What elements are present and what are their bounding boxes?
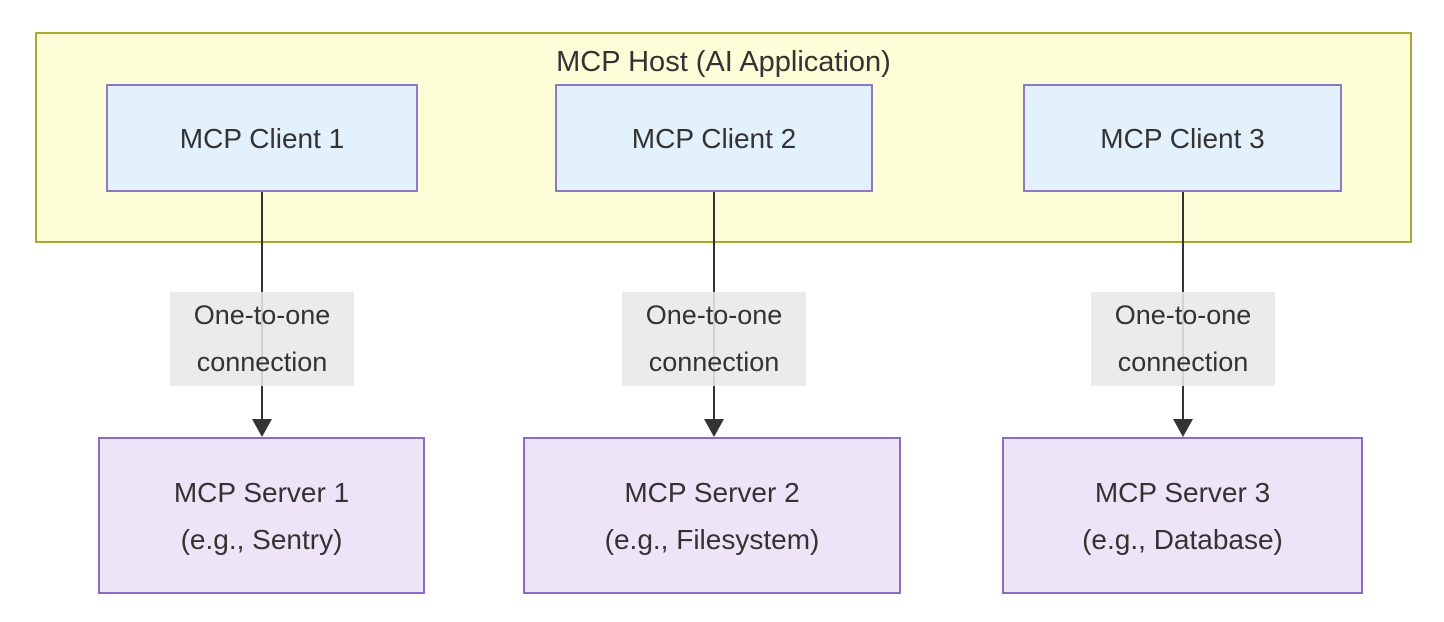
node-label: MCP Server 1 <box>173 476 350 508</box>
node-sublabel: (e.g., Sentry) <box>180 523 343 555</box>
node-label: MCP Client 2 <box>631 122 797 154</box>
node-mcp-client-1: MCP Client 1 <box>106 84 418 192</box>
arrowhead-down-icon <box>1173 419 1193 437</box>
node-sublabel: (e.g., Database) <box>1082 523 1283 555</box>
edge-label-line: One-to-one <box>193 300 331 330</box>
edge-label-line: connection <box>648 347 780 377</box>
edge-label-connection-1: One-to-one connection <box>170 292 354 386</box>
edge-label-connection-2: One-to-one connection <box>622 292 806 386</box>
node-mcp-client-2: MCP Client 2 <box>555 84 873 192</box>
arrowhead-down-icon <box>252 419 272 437</box>
node-label: MCP Client 3 <box>1100 122 1265 154</box>
node-mcp-server-2: MCP Server 2 (e.g., Filesystem) <box>523 437 901 594</box>
node-sublabel: (e.g., Filesystem) <box>604 523 820 555</box>
mcp-host-title: MCP Host (AI Application) <box>556 46 891 78</box>
edge-label-line: One-to-one <box>645 300 783 330</box>
node-mcp-server-3: MCP Server 3 (e.g., Database) <box>1002 437 1363 594</box>
edge-label-line: One-to-one <box>1114 300 1252 330</box>
edge-label-line: connection <box>1117 347 1249 377</box>
node-label: MCP Server 3 <box>1094 476 1271 508</box>
node-mcp-server-1: MCP Server 1 (e.g., Sentry) <box>98 437 425 594</box>
arrowhead-down-icon <box>704 419 724 437</box>
node-label: MCP Server 2 <box>624 476 800 508</box>
edge-label-connection-3: One-to-one connection <box>1091 292 1275 386</box>
edge-label-line: connection <box>196 347 328 377</box>
node-label: MCP Client 1 <box>179 122 345 154</box>
node-mcp-client-3: MCP Client 3 <box>1023 84 1342 192</box>
